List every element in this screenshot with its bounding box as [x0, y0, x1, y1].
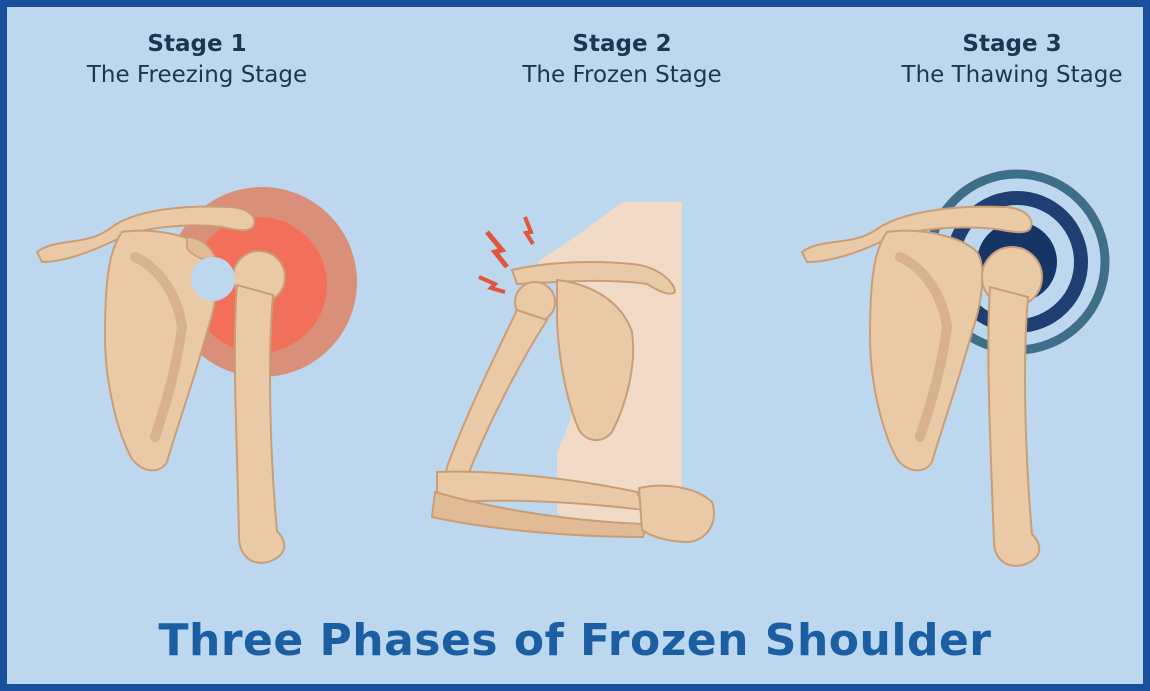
- stage-2-name: The Frozen Stage: [462, 59, 782, 91]
- stage-2-heading: Stage 2 The Frozen Stage: [462, 29, 782, 91]
- stage-1-number: Stage 1: [37, 29, 357, 59]
- stage-1-name: The Freezing Stage: [37, 59, 357, 91]
- stage-1-heading: Stage 1 The Freezing Stage: [37, 29, 357, 91]
- thawing-shoulder-illustration: [792, 157, 1122, 587]
- humerus-bone: [446, 282, 555, 483]
- frozen-shoulder-illustration: [407, 192, 737, 562]
- scapula-bone: [870, 231, 982, 471]
- stage-3-name: The Thawing Stage: [852, 59, 1150, 91]
- humerus-bone: [191, 251, 285, 563]
- infographic-title: Three Phases of Frozen Shoulder: [7, 615, 1143, 666]
- freezing-shoulder-illustration: [27, 167, 357, 587]
- humerus-bone: [982, 247, 1042, 566]
- stage-3-heading: Stage 3 The Thawing Stage: [852, 29, 1150, 91]
- stage-2-number: Stage 2: [462, 29, 782, 59]
- stage-3-number: Stage 3: [852, 29, 1150, 59]
